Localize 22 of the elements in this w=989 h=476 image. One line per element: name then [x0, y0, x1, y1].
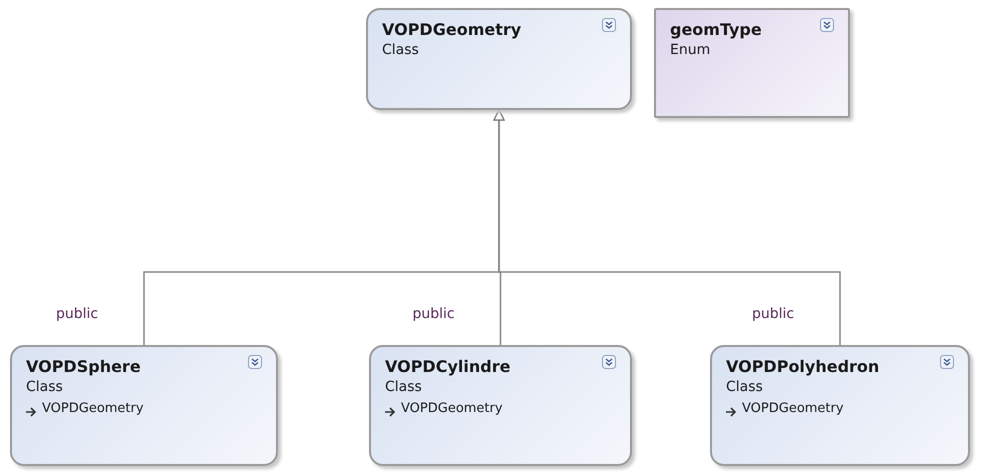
stereotype-label: Enum: [670, 42, 710, 58]
class-name: VOPDSphere: [26, 357, 141, 376]
enum-box: [654, 8, 850, 118]
class-box: [369, 345, 632, 466]
class-name: VOPDPolyhedron: [726, 357, 880, 376]
stereotype-label: Class: [385, 379, 422, 395]
stereotype-label: Class: [726, 379, 763, 395]
class-name: VOPDCylindre: [385, 357, 510, 376]
stereotype-label: Class: [382, 42, 419, 58]
base-class-label: VOPDGeometry: [42, 401, 144, 416]
stereotype-label: Class: [26, 379, 63, 395]
class-box: [710, 345, 970, 466]
inheritance-arrow: [493, 109, 841, 345]
class-box: [10, 345, 278, 466]
base-class-label: VOPDGeometry: [401, 401, 503, 416]
edge-label: public: [752, 306, 794, 322]
edge-label: public: [56, 306, 98, 322]
class-box: [366, 8, 632, 110]
class-name: VOPDGeometry: [382, 20, 522, 39]
class-name: geomType: [670, 20, 762, 39]
edge-label: public: [412, 306, 455, 322]
base-class-label: VOPDGeometry: [742, 401, 844, 416]
